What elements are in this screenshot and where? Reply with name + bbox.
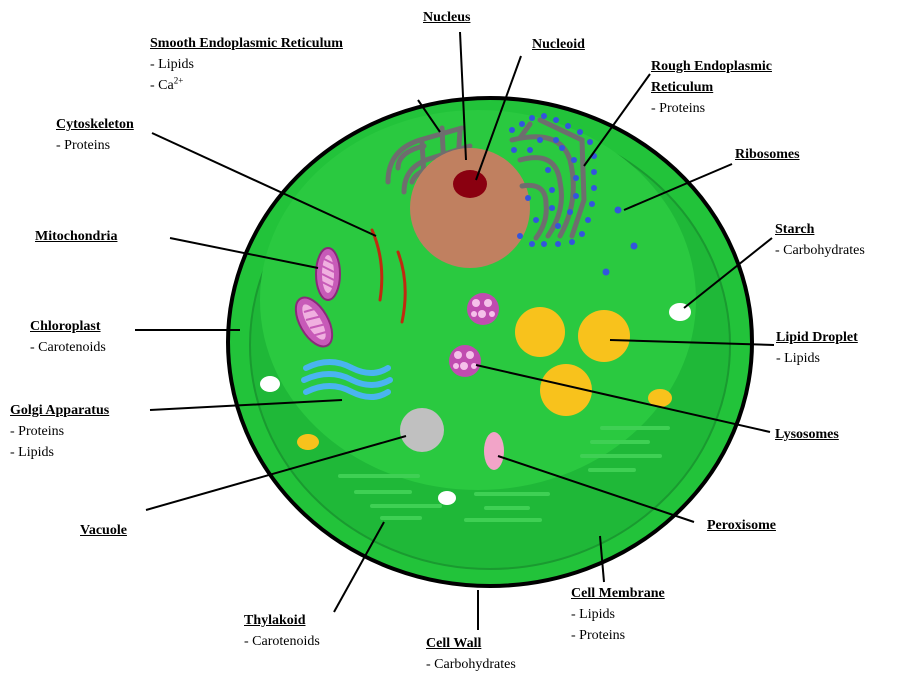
lipid-droplet-item-lipids: - Lipids xyxy=(776,348,858,369)
mitochondria-title: Mitochondria xyxy=(35,229,117,244)
starch-label: Starch - Carbohydrates xyxy=(775,219,865,261)
cell-wall-title: Cell Wall xyxy=(426,633,516,654)
ribosomes-label: Ribosomes xyxy=(735,144,800,165)
nucleoid-label: Nucleoid xyxy=(532,34,585,55)
lipid-droplet-title: Lipid Droplet xyxy=(776,327,858,348)
vacuole-label: Vacuole xyxy=(80,520,127,541)
thylakoid-title: Thylakoid xyxy=(244,610,320,631)
smooth-er-item-lipids: - Lipids xyxy=(150,54,343,75)
golgi-item-lipids: - Lipids xyxy=(10,442,109,463)
starch-title: Starch xyxy=(775,219,865,240)
golgi-title: Golgi Apparatus xyxy=(10,400,109,421)
nucleoid xyxy=(453,170,487,198)
nucleoid-title: Nucleoid xyxy=(532,37,585,52)
cell-wall-label: Cell Wall - Carbohydrates xyxy=(426,633,516,675)
starch-item-carbohydrates: - Carbohydrates xyxy=(775,240,865,261)
cell-membrane-item-lipids: - Lipids xyxy=(571,604,665,625)
golgi-item-proteins: - Proteins xyxy=(10,421,109,442)
chloroplast-item-carotenoids: - Carotenoids xyxy=(30,337,106,358)
cell-membrane-item-proteins: - Proteins xyxy=(571,625,665,646)
thylakoid-item-carotenoids: - Carotenoids xyxy=(244,631,320,652)
smooth-er-item-ca: - Ca xyxy=(150,78,174,93)
thylakoid-label: Thylakoid - Carotenoids xyxy=(244,610,320,652)
peroxisome-label: Peroxisome xyxy=(707,515,776,536)
nucleus-label: Nucleus xyxy=(423,7,470,28)
smooth-er-label: Smooth Endoplasmic Reticulum - Lipids - … xyxy=(150,33,343,96)
vacuole-title: Vacuole xyxy=(80,523,127,538)
lysosomes-title: Lysosomes xyxy=(775,427,839,442)
cytoskeleton-title: Cytoskeleton xyxy=(56,114,134,135)
cytoskeleton-label: Cytoskeleton - Proteins xyxy=(56,114,134,156)
vacuole xyxy=(400,408,444,452)
smooth-er-item-calcium: - Ca2+ xyxy=(150,75,343,96)
chloroplast-title: Chloroplast xyxy=(30,316,106,337)
lipid-droplet-label: Lipid Droplet - Lipids xyxy=(776,327,858,369)
peroxisome-title: Peroxisome xyxy=(707,518,776,533)
smooth-er-title: Smooth Endoplasmic Reticulum xyxy=(150,33,343,54)
cytoskeleton-item-proteins: - Proteins xyxy=(56,135,134,156)
rough-er-label: Rough Endoplasmic Reticulum - Proteins xyxy=(651,56,772,119)
chloroplast-label: Chloroplast - Carotenoids xyxy=(30,316,106,358)
peroxisome xyxy=(484,432,504,470)
calcium-charge-superscript: 2+ xyxy=(174,75,184,85)
cell-membrane-label: Cell Membrane - Lipids - Proteins xyxy=(571,583,665,646)
nucleus-title: Nucleus xyxy=(423,10,470,25)
rough-er-title-line2: Reticulum xyxy=(651,77,772,98)
nucleus xyxy=(410,148,530,268)
mitochondria-label: Mitochondria xyxy=(35,226,117,247)
cell-wall-item-carbohydrates: - Carbohydrates xyxy=(426,654,516,675)
ribosomes-title: Ribosomes xyxy=(735,147,800,162)
rough-er-item-proteins: - Proteins xyxy=(651,98,772,119)
golgi-label: Golgi Apparatus - Proteins - Lipids xyxy=(10,400,109,463)
lysosomes-label: Lysosomes xyxy=(775,424,839,445)
cell-membrane-title: Cell Membrane xyxy=(571,583,665,604)
rough-er-title-line1: Rough Endoplasmic xyxy=(651,56,772,77)
